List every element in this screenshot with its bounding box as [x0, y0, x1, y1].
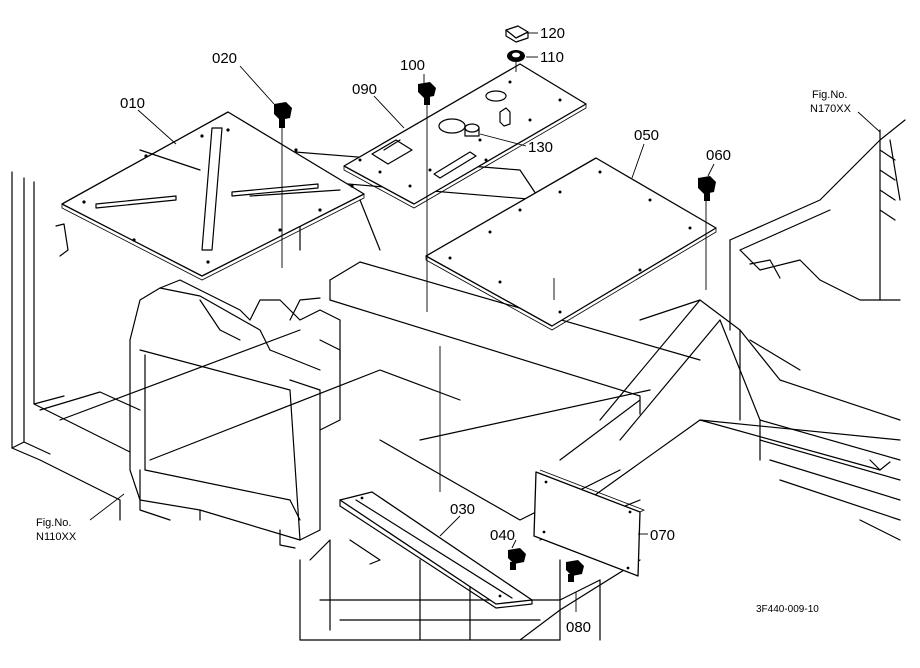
figure-reference-left: Fig.No. N110XX: [36, 517, 77, 543]
figref-left-line1: Fig.No.: [36, 517, 71, 529]
label-020: 020: [212, 50, 237, 67]
bolt-040: [508, 548, 526, 570]
label-040: 040: [490, 527, 515, 544]
figref-left-line2: N110XX: [36, 531, 77, 543]
figref-right-line2: N170XX: [810, 103, 852, 115]
figref-right-line1: Fig.No.: [812, 89, 847, 101]
nut-120: [505, 25, 529, 43]
bolt-100: [418, 82, 436, 105]
label-050: 050: [634, 127, 659, 144]
label-120: 120: [540, 25, 565, 42]
label-010: 010: [120, 95, 145, 112]
figure-reference-right: Fig.No. N170XX: [810, 89, 852, 115]
label-080: 080: [566, 619, 591, 636]
left-side-cover: [129, 279, 341, 549]
bolt-080: [566, 560, 584, 582]
label-030: 030: [450, 501, 475, 518]
knob-130: [464, 123, 480, 137]
label-060: 060: [706, 147, 731, 164]
bolt-020: [274, 102, 292, 128]
panel-010: [61, 111, 365, 281]
bolt-060: [698, 176, 716, 201]
label-110: 110: [540, 49, 564, 66]
label-100: 100: [400, 57, 425, 74]
washer-110: [507, 50, 525, 62]
chassis-frame: [11, 119, 906, 641]
panel-030: [339, 491, 533, 609]
drawing-code: 3F440-009-10: [756, 604, 819, 615]
panel-070: [533, 469, 645, 577]
leader-lines: [89, 32, 881, 612]
part-labels: 010 020 030 040 050 060 070 080 090 100 …: [120, 25, 731, 636]
label-070: 070: [650, 527, 675, 544]
label-130: 130: [528, 139, 553, 156]
label-090: 090: [352, 81, 377, 98]
panel-050: [425, 157, 717, 331]
